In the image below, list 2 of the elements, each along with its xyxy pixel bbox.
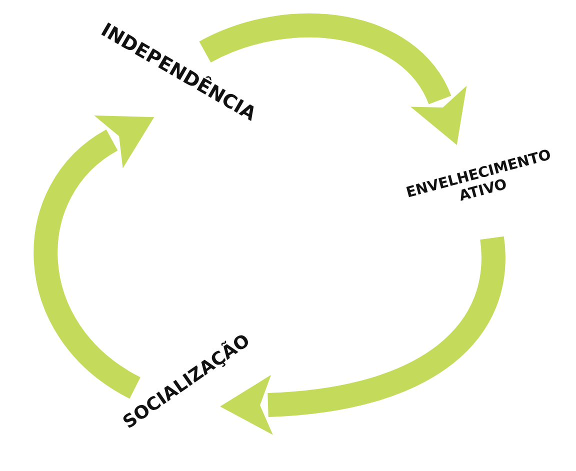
curved-arrow: [34, 113, 152, 398]
curved-arrow: [200, 14, 466, 143]
